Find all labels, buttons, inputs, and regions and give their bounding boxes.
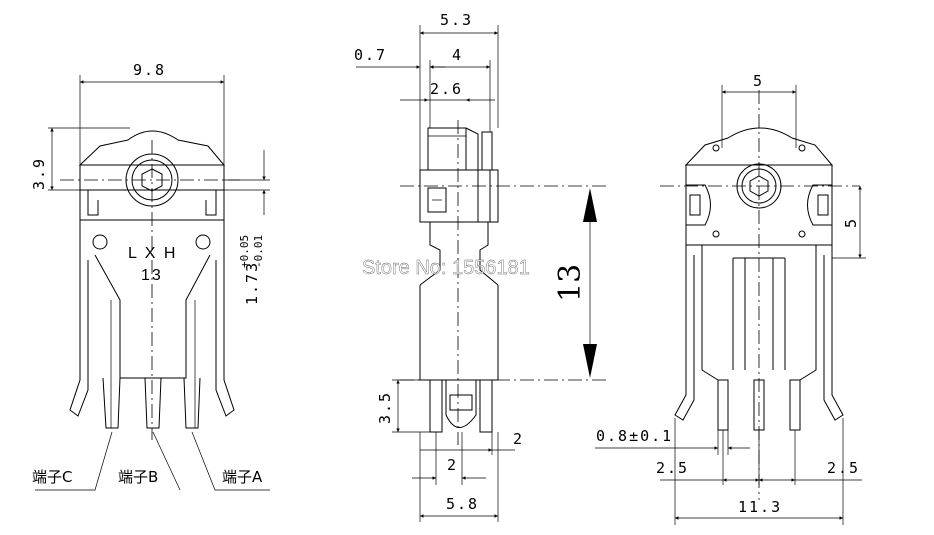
terminal-a-label: 端子A: [222, 468, 263, 486]
front-view: 9.8 3.9 1.73 +0.05 -0.01 L X H 13 端子C 端子…: [30, 61, 270, 491]
terminal-c-label: 端子C: [32, 468, 72, 486]
side-base-dim: 5.8: [446, 495, 479, 513]
side-offset-dim: 0.7: [354, 46, 387, 64]
front-width-dim: 9.8: [133, 61, 166, 79]
side-height-dim: 13: [553, 264, 588, 302]
back-total-dim: 11.3: [738, 498, 782, 516]
shaft-offset-dim: 1.73: [243, 261, 261, 305]
back-top-dim: 5: [753, 72, 764, 90]
side-total-width-dim: 5.3: [440, 11, 473, 29]
side-slot-dim: 2.6: [430, 80, 463, 98]
component-marking-model: L X H: [128, 245, 177, 262]
side-pin-dim-a: 2: [513, 430, 524, 448]
component-marking-number: 13: [141, 267, 163, 284]
terminal-b-label: 端子B: [118, 468, 158, 486]
tolerance-minus: -0.01: [252, 235, 265, 268]
side-inner-width-dim: 4: [452, 46, 463, 64]
back-view: 5 5 0.8±0.1 2.5 2.5 11.3: [595, 72, 866, 525]
front-height-dim: 3.9: [30, 157, 48, 190]
tolerance-plus: +0.05: [238, 235, 251, 268]
side-pin-dim-b: 2: [447, 456, 458, 474]
back-left-pitch-dim: 2.5: [656, 459, 689, 477]
watermark-text: Store No: 1556181: [362, 257, 530, 279]
side-lower-dim: 3.5: [376, 391, 394, 424]
back-right-dim: 5: [842, 217, 860, 228]
store-watermark: Store No: 1556181: [362, 257, 530, 279]
back-right-pitch-dim: 2.5: [827, 459, 860, 477]
side-view: 5.3 4 0.7 2.6 13 3.5 2 2: [354, 11, 610, 522]
back-pin-dim: 0.8±0.1: [596, 427, 673, 445]
